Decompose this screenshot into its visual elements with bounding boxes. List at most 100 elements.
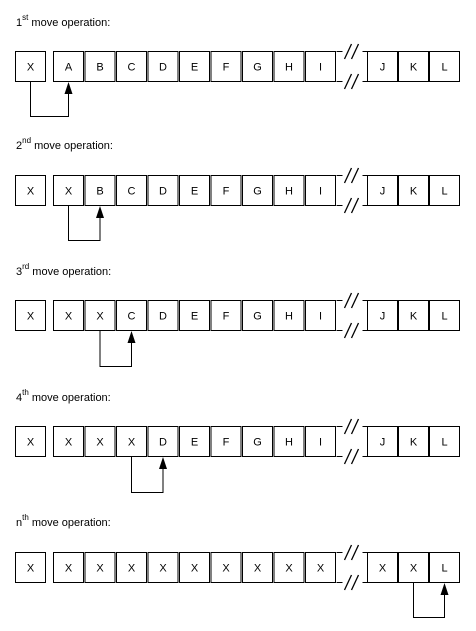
opn-title: nth move operation: <box>16 514 111 530</box>
row5-cell-9-label: X <box>317 563 325 575</box>
row4-cell-8-box <box>273 426 305 457</box>
row1-tail-cell-1-label: J <box>380 62 386 74</box>
row3-cell-8-box <box>273 300 305 331</box>
row5-tail-cell-2-label: X <box>410 563 418 575</box>
row1-tail-cell-3: L <box>429 51 460 82</box>
row3-source-cell: X <box>15 300 46 331</box>
row2-tail-cell-1-label: J <box>380 186 386 198</box>
row4-cell-4-label: D <box>159 437 167 449</box>
row5-cell-1: X <box>53 552 84 583</box>
row4-cell-4-box <box>147 426 179 457</box>
row4-cell-5: E <box>179 426 210 457</box>
row3-break-segment <box>336 292 367 339</box>
row2-cell-2: B <box>84 175 116 206</box>
row4-cell-8: H <box>273 426 305 457</box>
row1-cell-6: F <box>210 51 242 82</box>
row4-cell-3-box <box>116 426 147 457</box>
row4-tail-cell-1-box <box>367 426 398 457</box>
row5-cell-4: X <box>147 552 179 583</box>
row4-cell-9-box <box>305 426 336 457</box>
row4-arrowhead <box>159 457 167 469</box>
row1-cell-4: D <box>147 51 179 82</box>
row2-cell-8: H <box>273 175 305 206</box>
row2-tail-cell-3-box <box>429 175 460 206</box>
row2-tail-cell-2-box <box>398 175 429 206</box>
row1-tail-cell-2-box <box>398 51 429 82</box>
row3-cell-4-box <box>147 300 179 331</box>
row5-cell-7: X <box>242 552 273 583</box>
op2-label: move operation: <box>31 140 113 152</box>
op3-ordinal: rd <box>22 262 30 272</box>
row3-cell-4: D <box>147 300 179 331</box>
row5-source-cell: X <box>15 552 46 583</box>
row4-source-cell-label: X <box>27 437 35 449</box>
row3-tail-cell-3-box <box>429 300 460 331</box>
row4-cell-9-label: I <box>319 437 322 449</box>
row1-arrowhead <box>64 82 73 94</box>
row1-tail-cell-2: K <box>398 51 429 82</box>
row5-cell-6: X <box>210 552 242 583</box>
row3-tail-cell-2: K <box>398 300 429 331</box>
row5-cell-3-label: X <box>128 563 136 575</box>
row5-cell-5: X <box>179 552 210 583</box>
row5-source-cell-label: X <box>27 563 35 575</box>
row3-cell-9: I <box>305 300 336 331</box>
row3-tail-cell-3-label: L <box>441 311 447 323</box>
row3-cell-1-box <box>53 300 84 331</box>
row4-cell-1-box <box>53 426 84 457</box>
row5-cell-3: X <box>116 552 147 583</box>
row4-cell-7: G <box>242 426 273 457</box>
row5-cell-7-box <box>242 552 273 583</box>
row3-cell-1-label: X <box>65 311 73 323</box>
row4-tail-cell-2-label: K <box>410 437 418 449</box>
row4-break-mark-2 <box>342 448 363 465</box>
opn-number: n <box>16 517 23 529</box>
row4-break-segment <box>336 418 367 465</box>
row2-break-segment <box>336 167 367 214</box>
row2-break-mark-1 <box>342 167 363 184</box>
row3-move-arrow <box>99 331 136 367</box>
row5-cell-9-box <box>305 552 336 583</box>
row4-tail-cell-2: K <box>398 426 429 457</box>
row1-cell-5-label: E <box>191 62 198 74</box>
row3-cell-7-label: G <box>253 311 262 323</box>
op3-title: 3rd move operation: <box>16 263 112 279</box>
row4-cell-7-box <box>242 426 273 457</box>
row2-cell-9: I <box>305 175 336 206</box>
row2-cell-3-box <box>116 175 147 206</box>
row4-tail-cell-3-label: L <box>441 437 447 449</box>
row3-cell-5-box <box>179 300 210 331</box>
row2-cell-3: C <box>116 175 147 206</box>
opn-ordinal: th <box>22 513 29 523</box>
row4-cell-4: D <box>147 426 179 457</box>
row2-source-cell-label: X <box>27 186 35 198</box>
row5-cell-2-label: X <box>96 563 104 575</box>
row4-move-arrow <box>131 457 167 493</box>
row1-cell-2: B <box>84 51 116 82</box>
op3-number: 3 <box>16 266 23 278</box>
row4-cell-1: X <box>53 426 84 457</box>
row4-cell-2-label: X <box>96 437 104 449</box>
row1-cell-5: E <box>179 51 210 82</box>
row5-cell-6-box <box>210 552 242 583</box>
row5-cell-4-label: X <box>159 563 167 575</box>
row5-cell-5-label: X <box>191 563 199 575</box>
row3-source-cell-label: X <box>27 311 35 323</box>
op3-label: move operation: <box>29 266 112 278</box>
row2-tail-cell-2: K <box>398 175 429 206</box>
row2-cell-7: G <box>242 175 273 206</box>
row5-cell-1-box <box>53 552 84 583</box>
op1-label: move operation: <box>28 17 111 29</box>
row2-source-cell: X <box>15 175 46 206</box>
op4-title: 4th move operation: <box>16 389 111 405</box>
row5-cell-2: X <box>84 552 116 583</box>
row3-cell-5: E <box>179 300 210 331</box>
row5-tail-cell-3-box <box>429 552 460 583</box>
row3-cell-6-box <box>210 300 242 331</box>
row3-cell-4-label: D <box>159 311 167 323</box>
row3-tail-cell-1: J <box>367 300 398 331</box>
row1-cell-6-label: F <box>223 62 230 74</box>
op2-number: 2 <box>16 140 23 152</box>
